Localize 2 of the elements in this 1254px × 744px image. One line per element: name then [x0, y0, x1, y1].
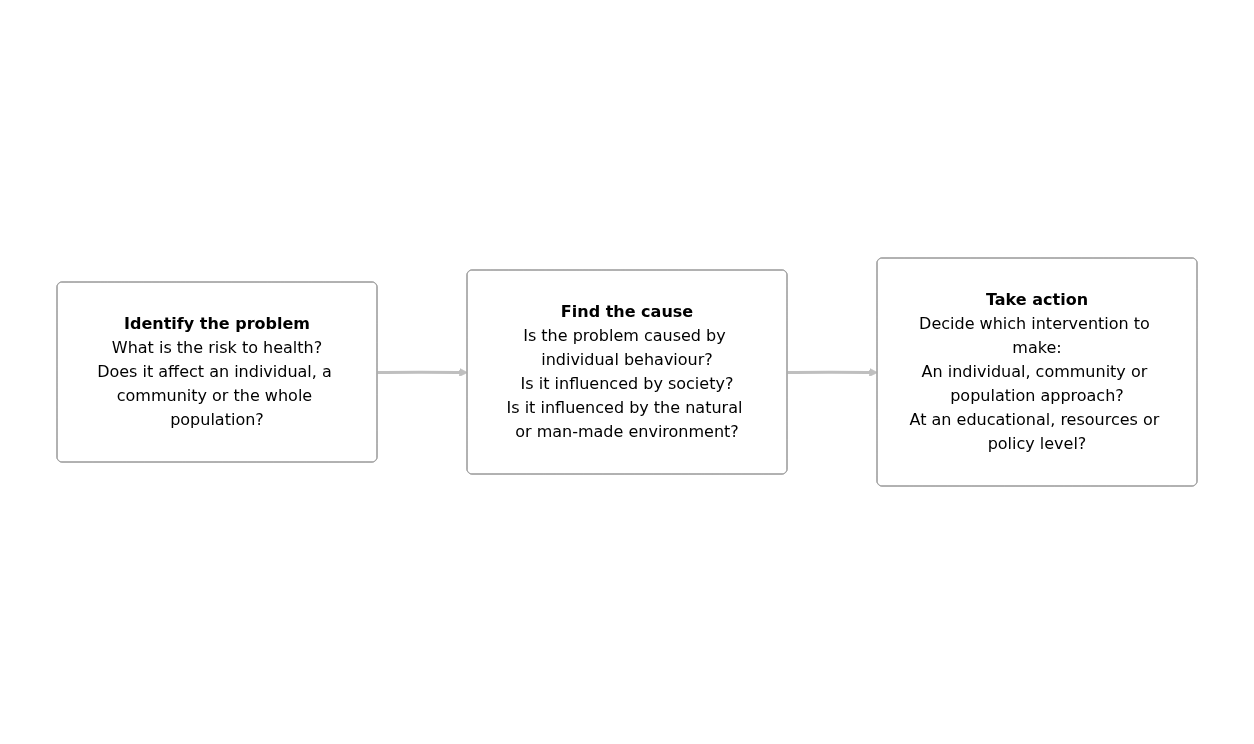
arrow: [787, 368, 878, 377]
arrow: [377, 368, 468, 377]
